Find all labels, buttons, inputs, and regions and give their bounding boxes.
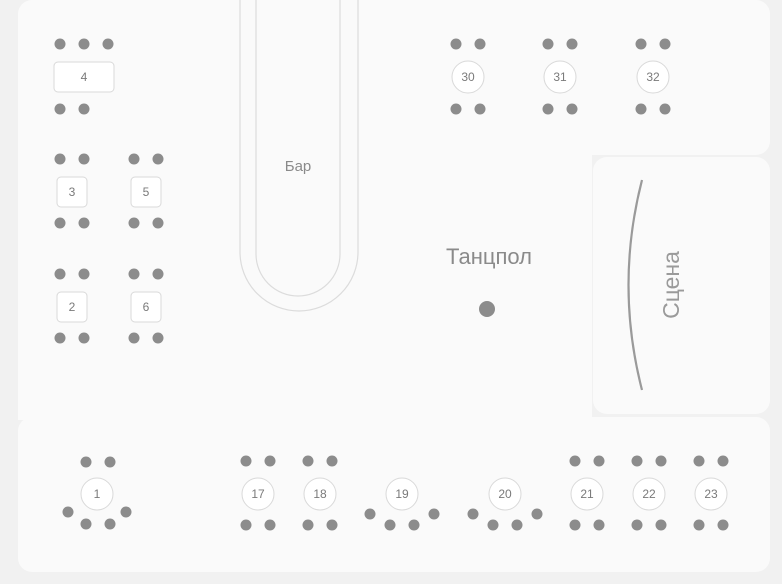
seat — [511, 519, 523, 531]
table-1-shape[interactable] — [80, 477, 114, 511]
seat — [487, 519, 499, 531]
seat — [717, 455, 729, 467]
seat — [128, 153, 140, 165]
seat — [302, 519, 314, 531]
table-17-shape[interactable] — [241, 477, 275, 511]
table-3-shape[interactable] — [56, 176, 88, 208]
table-23-shape[interactable] — [694, 477, 728, 511]
table-6-shape[interactable] — [130, 291, 162, 323]
table-21-shape[interactable] — [570, 477, 604, 511]
stage-label: Сцена — [658, 251, 684, 319]
stage-edge-arc — [627, 179, 644, 391]
bar-area: Бар — [239, 0, 359, 312]
seat — [80, 456, 92, 468]
seat — [635, 103, 647, 115]
seat — [631, 519, 643, 531]
dance-floor: Танцпол — [446, 244, 532, 317]
seat — [655, 455, 667, 467]
seat — [693, 519, 705, 531]
table-22-shape[interactable] — [632, 477, 666, 511]
stage: Сцена — [627, 179, 684, 391]
bar-outline-inner — [255, 0, 341, 297]
main-hall-panel-mid — [18, 60, 592, 420]
stage-area — [593, 157, 770, 414]
seat — [78, 103, 90, 115]
seat — [450, 103, 462, 115]
seat — [128, 332, 140, 344]
table-5-shape[interactable] — [130, 176, 162, 208]
seat — [78, 268, 90, 280]
bar-outline-outer — [239, 0, 359, 312]
seat — [240, 519, 252, 531]
seat — [54, 217, 66, 229]
seat — [104, 456, 116, 468]
seat — [566, 38, 578, 50]
seat — [531, 508, 543, 520]
table-31-shape[interactable] — [543, 60, 577, 94]
seat — [152, 153, 164, 165]
seat — [428, 508, 440, 520]
seat — [54, 103, 66, 115]
seat — [152, 217, 164, 229]
seat — [264, 455, 276, 467]
seat — [542, 103, 554, 115]
seat — [128, 268, 140, 280]
seat — [450, 38, 462, 50]
seat — [474, 103, 486, 115]
seat — [717, 519, 729, 531]
seat — [542, 38, 554, 50]
seat — [635, 38, 647, 50]
seat — [128, 217, 140, 229]
seat — [78, 217, 90, 229]
seat — [659, 103, 671, 115]
seat — [264, 519, 276, 531]
seat — [152, 332, 164, 344]
seat — [54, 332, 66, 344]
seat — [655, 519, 667, 531]
seat — [80, 518, 92, 530]
seat — [408, 519, 420, 531]
seat — [152, 268, 164, 280]
table-4-shape[interactable] — [53, 61, 115, 93]
seat — [78, 153, 90, 165]
seat — [302, 455, 314, 467]
seat — [569, 455, 581, 467]
seat — [693, 455, 705, 467]
seat — [569, 519, 581, 531]
seat — [54, 38, 66, 50]
seat — [364, 508, 376, 520]
table-18-shape[interactable] — [303, 477, 337, 511]
seat — [326, 455, 338, 467]
seat — [467, 508, 479, 520]
table-19-shape[interactable] — [385, 477, 419, 511]
table-4[interactable]: 4 — [53, 38, 115, 115]
seat — [78, 332, 90, 344]
dance-floor-marker — [479, 301, 495, 317]
table-3[interactable]: 3 — [54, 153, 90, 229]
seat — [102, 38, 114, 50]
seat — [104, 518, 116, 530]
table-2-shape[interactable] — [56, 291, 88, 323]
seat — [120, 506, 132, 518]
seat — [631, 455, 643, 467]
seat — [326, 519, 338, 531]
seat — [474, 38, 486, 50]
seat — [54, 268, 66, 280]
seat — [593, 455, 605, 467]
seat — [240, 455, 252, 467]
seat — [78, 38, 90, 50]
table-20-shape[interactable] — [488, 477, 522, 511]
dance-floor-label: Танцпол — [446, 244, 532, 269]
table-32-shape[interactable] — [636, 60, 670, 94]
seat — [659, 38, 671, 50]
seat — [54, 153, 66, 165]
seat — [62, 506, 74, 518]
seat — [384, 519, 396, 531]
table-30-shape[interactable] — [451, 60, 485, 94]
seat — [566, 103, 578, 115]
seat — [593, 519, 605, 531]
bar-label: Бар — [285, 158, 312, 175]
